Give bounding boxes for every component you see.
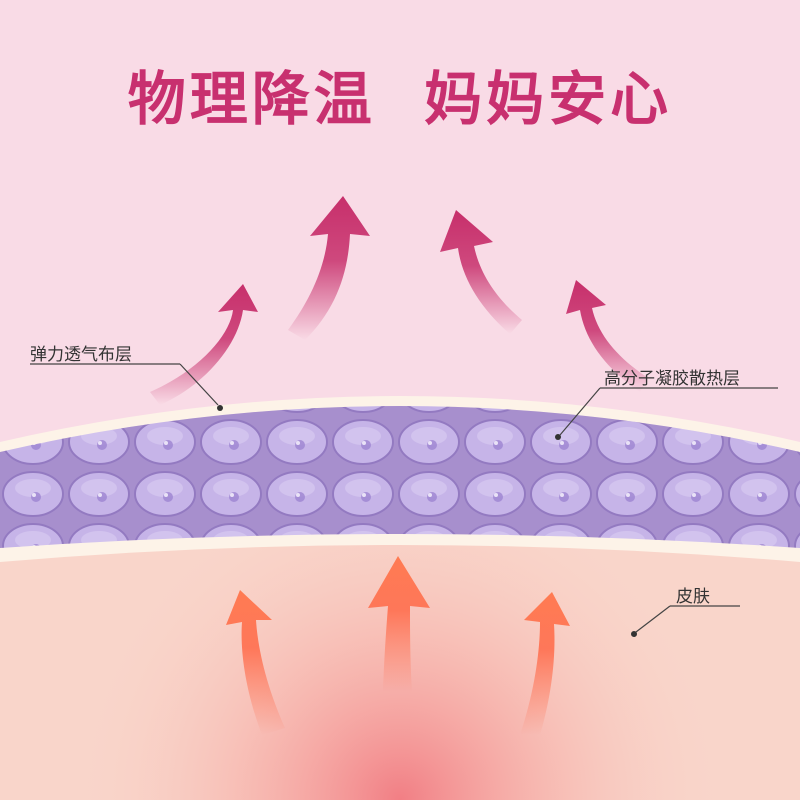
cooling-arrow-1: [150, 284, 258, 405]
callout-fabric: [30, 363, 223, 411]
callout-skin: [631, 605, 740, 637]
label-gel-layer: 高分子凝胶散热层: [604, 369, 740, 389]
cooling-arrow-4: [566, 280, 648, 392]
heat-arrow-1: [226, 590, 285, 735]
gel-layer: [0, 406, 800, 548]
label-fabric-layer: 弹力透气布层: [30, 345, 132, 365]
heat-arrow-3: [520, 592, 570, 735]
heat-arrow-2: [368, 556, 430, 692]
headline: 物理降温 妈妈安心: [127, 65, 673, 133]
cooling-arrow-3: [440, 210, 522, 334]
cooling-arrow-2: [288, 196, 370, 340]
label-skin: 皮肤: [676, 587, 710, 607]
callout-gel: [555, 387, 778, 440]
